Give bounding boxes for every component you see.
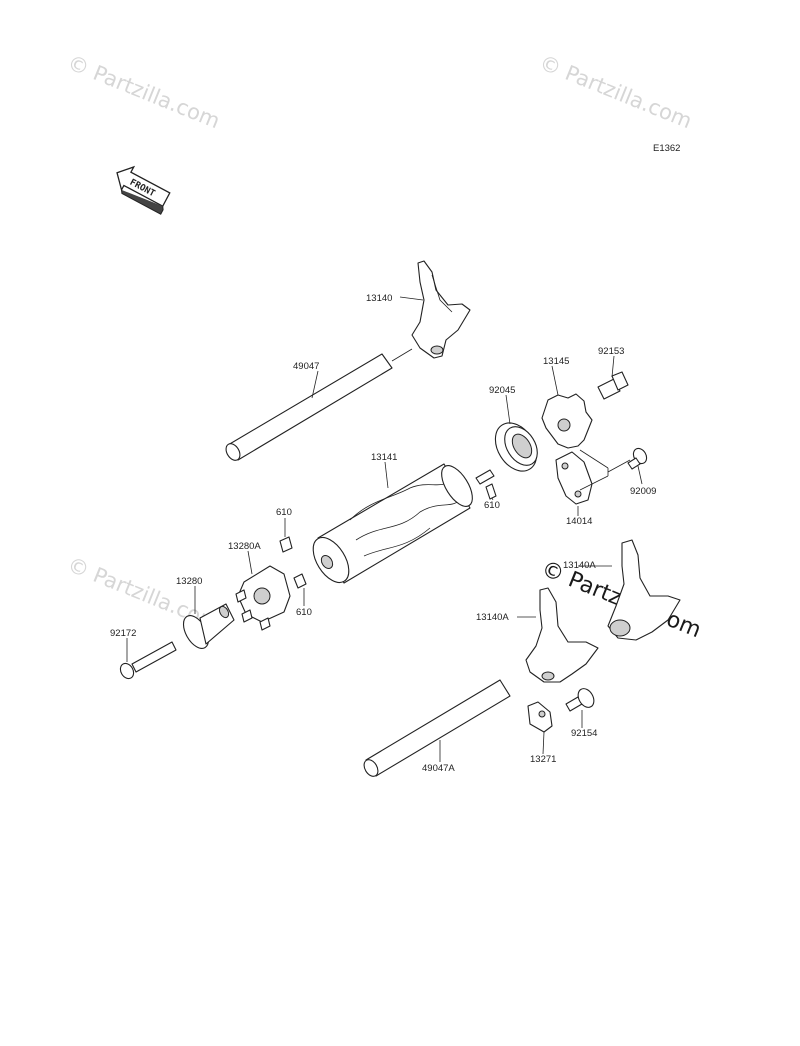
leader-lines	[126, 296, 643, 762]
part-label-92009: 92009	[630, 486, 656, 497]
part-label-13141: 13141	[371, 452, 397, 463]
part-label-13145: 13145	[543, 356, 569, 367]
plate-14014	[555, 451, 593, 505]
part-label-49047A: 49047A	[422, 763, 455, 774]
part-label-610: 610	[484, 500, 500, 511]
shift-fork-13140A-left	[525, 587, 599, 683]
shift-rod-49047	[225, 348, 413, 461]
part-label-13271: 13271	[530, 754, 556, 765]
part-label-13140: 13140	[366, 293, 392, 304]
part-label-92154: 92154	[571, 728, 597, 739]
diagram-code: E1362	[653, 143, 680, 154]
screw-92009	[627, 447, 648, 470]
shift-rod-49047A	[363, 679, 511, 777]
bearing-92045	[494, 422, 538, 472]
part-label-92153: 92153	[598, 346, 624, 357]
screw-92154	[565, 688, 595, 712]
dowel-pin-610	[279, 536, 293, 553]
cam-holder-13280	[182, 603, 235, 649]
shift-fork-13140A-right	[607, 539, 681, 641]
part-label-610: 610	[276, 507, 292, 518]
shift-drum-cam-13145	[541, 393, 593, 449]
plate-13271	[527, 701, 553, 733]
bolt-92153	[597, 371, 629, 400]
dowel-pin-610	[485, 483, 497, 500]
part-label-13140A: 13140A	[563, 560, 596, 571]
front-arrow-icon: FRONT	[116, 165, 171, 215]
watermark: © Partzilla.com	[536, 50, 695, 133]
dowel-pin-610	[293, 573, 307, 589]
part-label-13280A: 13280A	[228, 541, 261, 552]
drum-segment-13280A	[235, 565, 291, 631]
shift-drum-13141	[312, 463, 495, 584]
part-label-610: 610	[296, 607, 312, 618]
watermark: © Partzilla.com	[64, 50, 223, 133]
part-label-13140A: 13140A	[476, 612, 509, 623]
part-label-14014: 14014	[566, 516, 592, 527]
bolt-92172	[119, 641, 177, 680]
part-label-92045: 92045	[489, 385, 515, 396]
part-label-92172: 92172	[110, 628, 136, 639]
part-label-13280: 13280	[176, 576, 202, 587]
shift-fork-13140	[411, 260, 471, 359]
part-label-49047: 49047	[293, 361, 319, 372]
